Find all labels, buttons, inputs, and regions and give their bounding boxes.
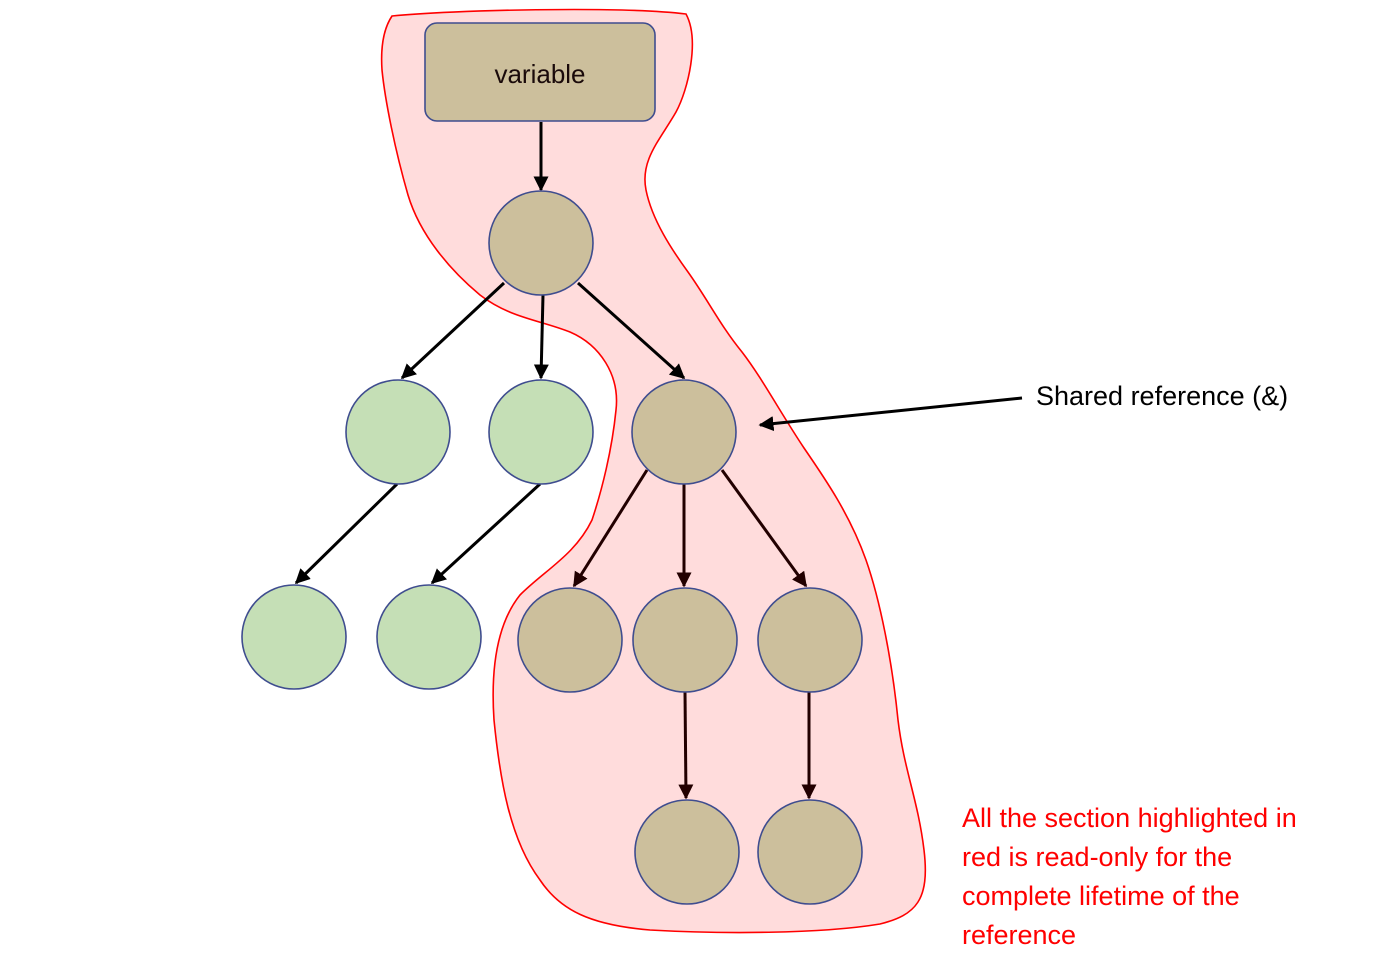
borrowed-grandchild-right bbox=[757, 587, 863, 693]
edge-root-to-left-child bbox=[400, 281, 506, 380]
edge-root-to-borrowed-child bbox=[576, 281, 686, 380]
read-only-note: All the section highlighted in red is re… bbox=[962, 799, 1362, 955]
edge-root-to-middle-child bbox=[533, 294, 549, 380]
shared-reference-pointer bbox=[758, 396, 1023, 432]
middle-leaf-node bbox=[376, 584, 482, 690]
edge-borrowed-to-left bbox=[572, 469, 649, 588]
read-only-note-line-2: red is read-only for the bbox=[962, 842, 1233, 872]
left-child-node bbox=[345, 379, 451, 485]
borrowed-grandchild-middle bbox=[632, 587, 738, 693]
edge-left-child-to-leaf bbox=[294, 482, 399, 585]
borrowed-child-node bbox=[631, 379, 737, 485]
variable-label: variable bbox=[494, 59, 585, 89]
read-only-note-line-1: All the section highlighted in bbox=[962, 803, 1297, 833]
read-only-note-line-3: complete lifetime of the bbox=[962, 881, 1240, 911]
root-node bbox=[488, 190, 594, 296]
variable-box bbox=[424, 22, 656, 122]
edge-borrowed-to-right bbox=[720, 469, 808, 588]
edge-middle-child-to-leaf bbox=[430, 482, 542, 585]
borrowed-leaf-right bbox=[757, 799, 863, 905]
middle-child-node bbox=[488, 379, 594, 485]
left-leaf-node bbox=[241, 584, 347, 690]
shared-reference-label: Shared reference (&) bbox=[1036, 381, 1289, 411]
borrowed-grandchild-left bbox=[517, 587, 623, 693]
read-only-note-line-4: reference bbox=[962, 920, 1077, 950]
edge-middle-grandchild-to-leaf bbox=[678, 691, 694, 800]
borrowed-leaf-middle bbox=[634, 799, 740, 905]
